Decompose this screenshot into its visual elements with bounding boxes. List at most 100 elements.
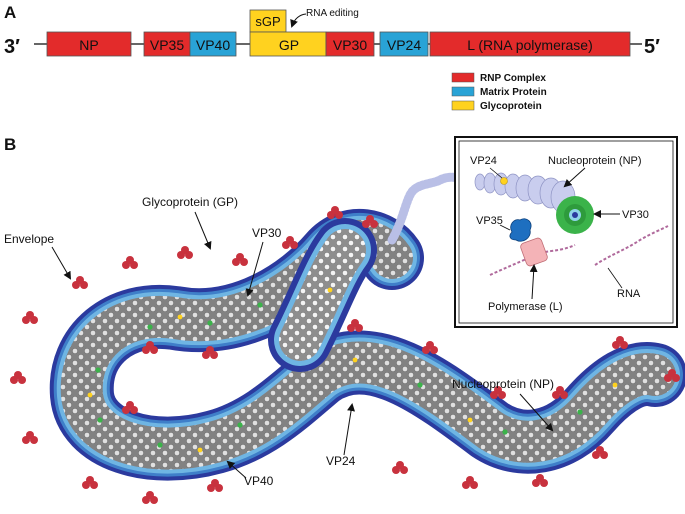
np-dot bbox=[95, 367, 101, 373]
gene-l-box bbox=[429, 31, 631, 57]
legend-glyco-label: Glycoprotein bbox=[480, 101, 542, 112]
gp-spike bbox=[612, 336, 628, 349]
inset-polymerase-pointer bbox=[529, 264, 538, 300]
gp-spike bbox=[362, 215, 378, 228]
nucleoprotein-label: Nucleoprotein (NP) bbox=[452, 377, 554, 391]
gp-spike bbox=[462, 476, 478, 489]
gp-spike bbox=[10, 371, 26, 384]
vp24-dot bbox=[327, 287, 333, 293]
nucleoprotein-pointer bbox=[519, 393, 554, 432]
inset: VP24 Nucleoprotein (NP) VP30 VP35 RNA Po… bbox=[454, 136, 678, 328]
inset-vp24-pointer bbox=[489, 167, 503, 179]
inset-frame-inner bbox=[458, 140, 674, 324]
gene-np: NP bbox=[46, 31, 132, 57]
gp-spike bbox=[202, 346, 218, 359]
gene-vp30-box bbox=[325, 31, 375, 57]
inset-frame-outer bbox=[454, 136, 678, 328]
gene-l-label: L (RNA polymerase) bbox=[467, 37, 593, 53]
np-dot bbox=[502, 429, 508, 435]
np-dot bbox=[417, 382, 423, 388]
vp30-pointer bbox=[245, 241, 264, 297]
gene-vp35-label: VP35 bbox=[150, 37, 184, 53]
glycoprotein-spikes bbox=[10, 206, 680, 504]
gene-gp-label: GP bbox=[279, 37, 299, 53]
vp24-pointer bbox=[343, 403, 356, 456]
gene-vp30: VP30 bbox=[325, 31, 375, 57]
gene-vp35-box bbox=[143, 31, 191, 57]
inset-vp35-pointer bbox=[499, 224, 511, 231]
vp24-dot bbox=[177, 314, 183, 320]
inset-rna-label: RNA bbox=[617, 288, 641, 300]
vp24-dot bbox=[197, 447, 203, 453]
inset-vp35-label: VP35 bbox=[476, 215, 503, 227]
np-dot bbox=[147, 324, 153, 330]
legend-matrix-label: Matrix Protein bbox=[480, 87, 547, 98]
gp-spike bbox=[552, 386, 568, 399]
gp-spike bbox=[592, 446, 608, 459]
np-dot bbox=[97, 417, 103, 423]
gene-vp24-label: VP24 bbox=[387, 37, 421, 53]
gene-gp-box bbox=[249, 31, 327, 57]
inset-np-label: Nucleoprotein (NP) bbox=[548, 155, 642, 167]
vp24-label: VP24 bbox=[326, 454, 356, 468]
gp-spike bbox=[72, 276, 88, 289]
panel-b-label: B bbox=[4, 135, 16, 154]
legend-rnp-label: RNP Complex bbox=[480, 73, 546, 84]
np-dot bbox=[257, 302, 263, 308]
gene-vp40-label: VP40 bbox=[196, 37, 230, 53]
rna-editing-arrow bbox=[290, 13, 307, 28]
glycoprotein-label: Glycoprotein (GP) bbox=[142, 195, 238, 209]
gene-sgp-label: sGP bbox=[255, 14, 280, 29]
gp-spike bbox=[122, 401, 138, 414]
gp-spike bbox=[422, 341, 438, 354]
gp-spike bbox=[207, 479, 223, 492]
panel-a-label: A bbox=[4, 3, 16, 22]
gp-spike bbox=[122, 256, 138, 269]
gp-spike bbox=[347, 319, 363, 332]
vp24-dot bbox=[612, 382, 618, 388]
inset-rna-pointer bbox=[607, 267, 623, 289]
gene-vp35: VP35 bbox=[143, 31, 191, 57]
np-dot bbox=[237, 422, 243, 428]
gp-spike bbox=[327, 206, 343, 219]
virion-callouts: Envelope Glycoprotein (GP) VP30 VP40 VP2… bbox=[4, 195, 554, 488]
legend: RNP Complex Matrix Protein Glycoprotein bbox=[451, 72, 547, 112]
envelope-pointer bbox=[51, 246, 72, 280]
vp24-dot bbox=[352, 357, 358, 363]
gene-vp30-label: VP30 bbox=[333, 37, 367, 53]
virion-core bbox=[60, 219, 676, 470]
core-protein-dots bbox=[87, 287, 618, 453]
end-3-label: 3′ bbox=[4, 36, 20, 58]
inset-polymerase-label: Polymerase (L) bbox=[488, 301, 563, 313]
end-5-label: 5′ bbox=[644, 36, 660, 58]
inset-vp30-ring bbox=[556, 196, 594, 234]
genome-genes: NP VP35 VP40 sGP GP VP30 VP24 L (RNA po bbox=[46, 9, 631, 57]
gene-sgp: sGP bbox=[249, 9, 287, 33]
vp40-pointer bbox=[226, 460, 247, 479]
gp-spike bbox=[177, 246, 193, 259]
np-dot bbox=[577, 409, 583, 415]
gp-spike bbox=[392, 461, 408, 474]
np-dot bbox=[207, 320, 213, 326]
gene-l: L (RNA polymerase) bbox=[429, 31, 631, 57]
vp40-label: VP40 bbox=[244, 474, 274, 488]
legend-matrix-swatch bbox=[451, 86, 475, 97]
gene-vp24: VP24 bbox=[379, 31, 429, 57]
inset-polymerase bbox=[520, 237, 548, 267]
legend-glyco-swatch bbox=[451, 100, 475, 111]
gene-vp24-box bbox=[379, 31, 429, 57]
inset-rna-strand-1 bbox=[489, 244, 576, 276]
gp-spike bbox=[282, 236, 298, 249]
inset-vp24-dot bbox=[500, 177, 508, 185]
vp24-dot bbox=[467, 417, 473, 423]
rna-editing-callout: RNA editing bbox=[290, 8, 359, 28]
vp30-label: VP30 bbox=[252, 226, 282, 240]
rna-editing-label: RNA editing bbox=[306, 8, 359, 19]
gp-spike bbox=[142, 491, 158, 504]
gene-np-label: NP bbox=[79, 37, 98, 53]
virion bbox=[49, 208, 685, 481]
gp-spike bbox=[532, 474, 548, 487]
gp-spike bbox=[490, 386, 506, 399]
